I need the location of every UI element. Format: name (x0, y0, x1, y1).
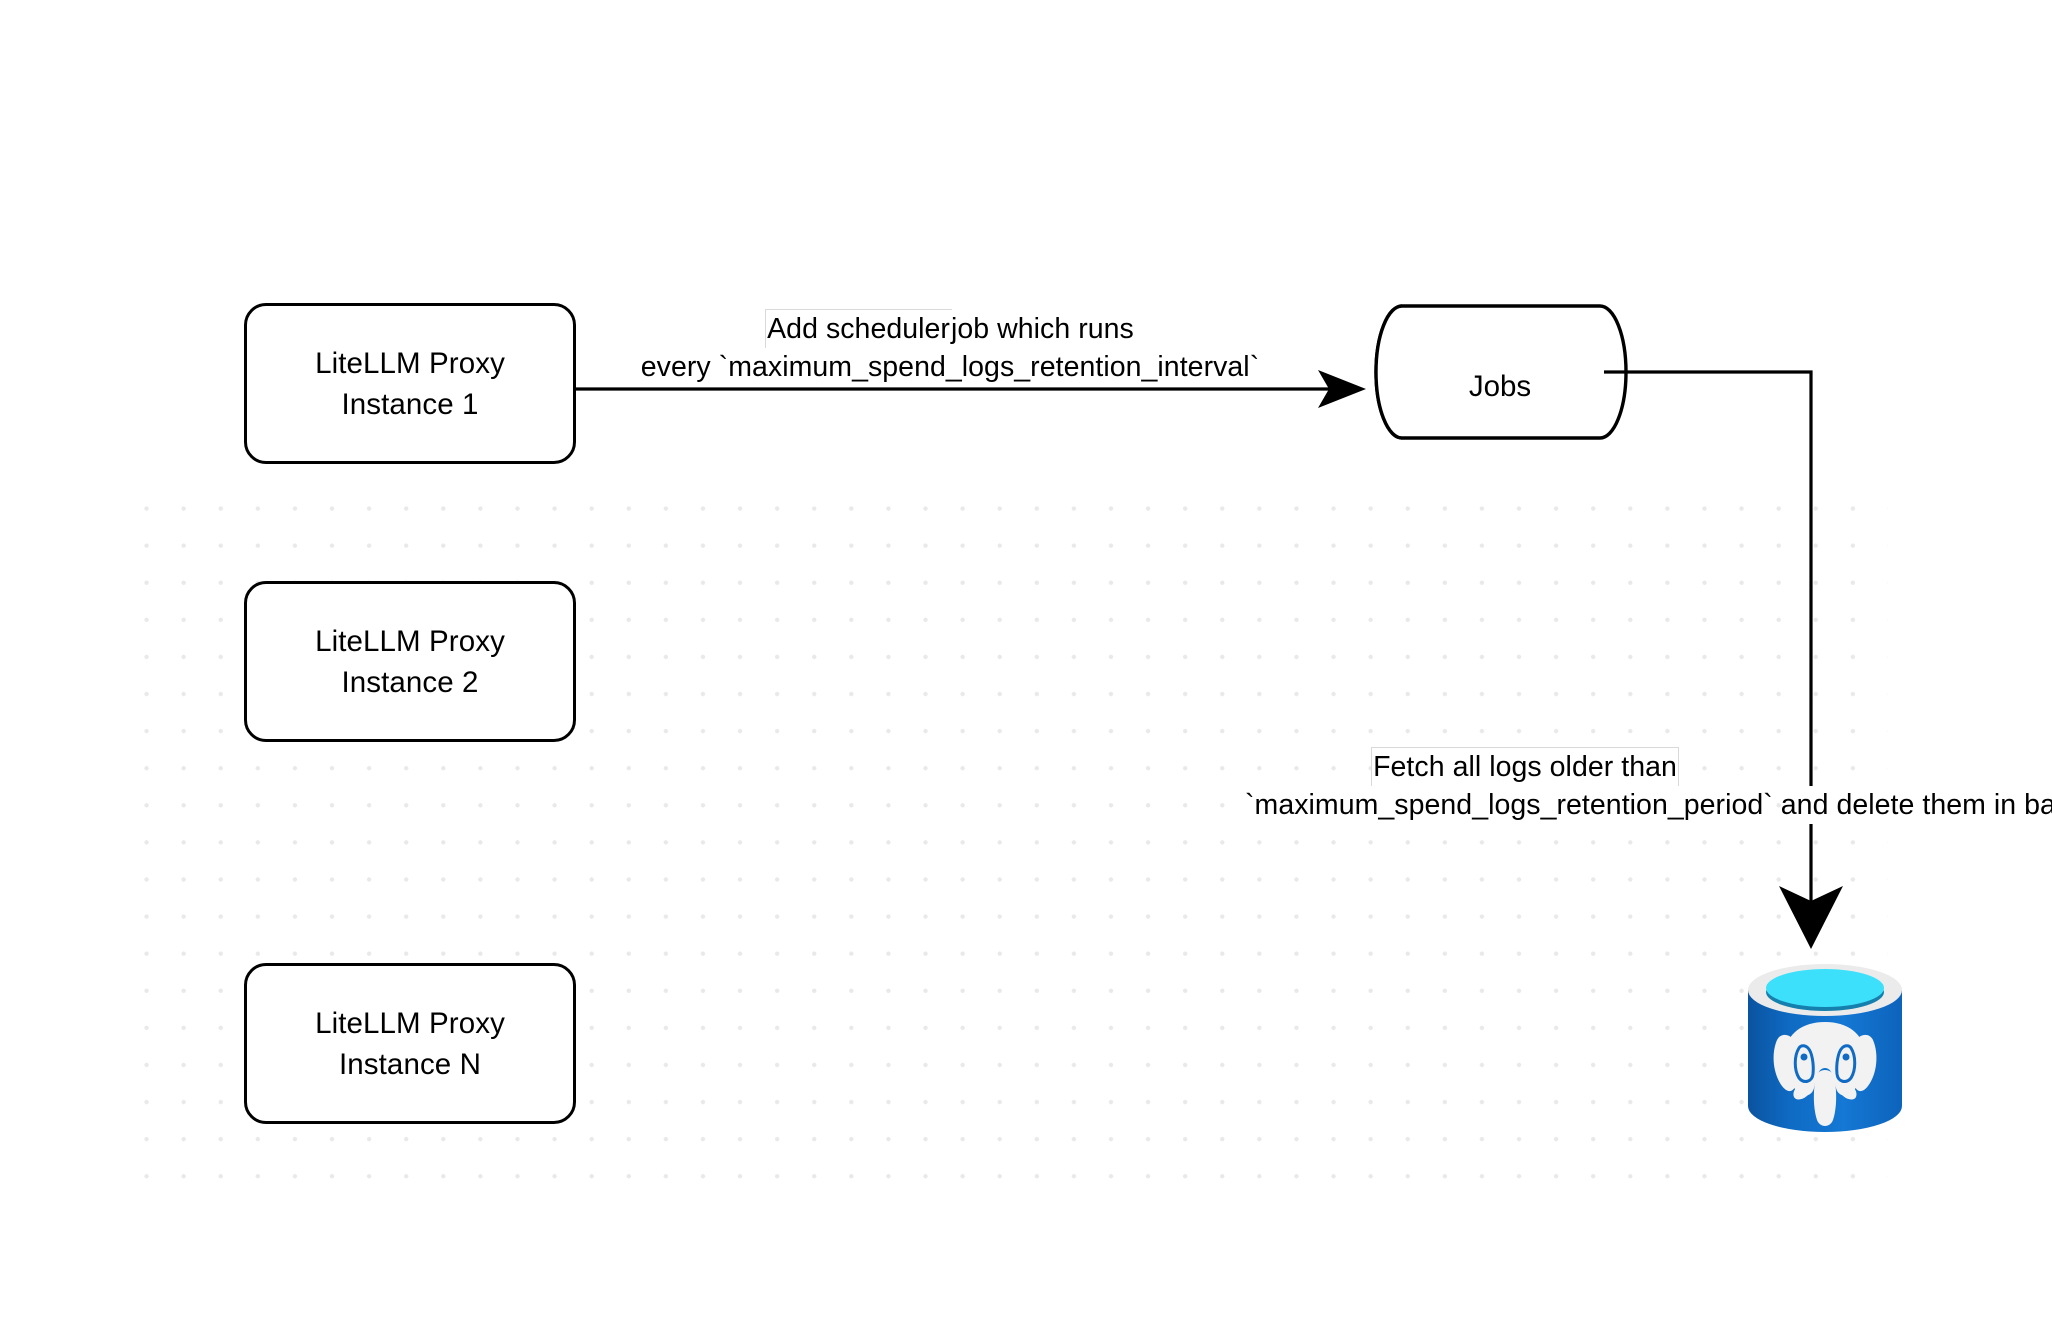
edge-retention-connector (1604, 370, 1843, 949)
edge-retention-label-line-1-highlight: Fetch all logs older than (1372, 748, 1678, 786)
postgres-elephant-logo (1773, 1022, 1877, 1126)
edge-scheduler-label: Add scheduler job which runs every `maxi… (610, 310, 1290, 386)
edge-scheduler-connector (576, 370, 1366, 408)
postgresql-database-icon (1748, 964, 1902, 1132)
proxy-n-line-1: LiteLLM Proxy (315, 1006, 505, 1040)
proxy-2-line-2: Instance 2 (341, 665, 479, 699)
edge-scheduler-label-row-1: Add scheduler job which runs (610, 310, 1290, 348)
edge-retention-line (1604, 370, 1813, 915)
jobs-cylinder-cap (1374, 304, 1403, 440)
edge-scheduler-label-line-1-rest: job which runs (950, 310, 1134, 348)
node-litellm-proxy-instance-2[interactable]: LiteLLM Proxy Instance 2 (244, 581, 576, 742)
node-litellm-proxy-instance-n[interactable]: LiteLLM Proxy Instance N (244, 963, 576, 1124)
edge-retention-label-row-1: Fetch all logs older than (1245, 748, 1805, 786)
edge-scheduler-label-line-1-highlight: Add scheduler (766, 310, 951, 348)
jobs-cylinder-shape (1374, 304, 1628, 440)
postgres-elephant-eyes (1793, 1044, 1857, 1083)
proxy-1-line-1: LiteLLM Proxy (315, 346, 505, 380)
postgres-top-surface (1766, 969, 1884, 1007)
edge-retention-label: Fetch all logs older than `maximum_spend… (1245, 748, 2052, 824)
edge-retention-label-line-2: `maximum_spend_logs_retention_period` (1245, 786, 1773, 824)
edge-retention-arrowhead (1779, 886, 1843, 949)
edge-scheduler-arrowhead (1318, 370, 1366, 408)
edge-scheduler-label-line-2: every `maximum_spend_logs_retention_inte… (640, 348, 1260, 386)
node-jobs-label: Jobs (1468, 370, 1532, 403)
proxy-2-line-1: LiteLLM Proxy (315, 624, 505, 658)
edge-retention-label-line-3: and delete them in batches of 1000 (1780, 786, 2052, 824)
proxy-1-line-2: Instance 1 (341, 387, 479, 421)
proxy-n-line-2: Instance N (338, 1047, 482, 1081)
node-litellm-proxy-instance-1[interactable]: LiteLLM Proxy Instance 1 (244, 303, 576, 464)
